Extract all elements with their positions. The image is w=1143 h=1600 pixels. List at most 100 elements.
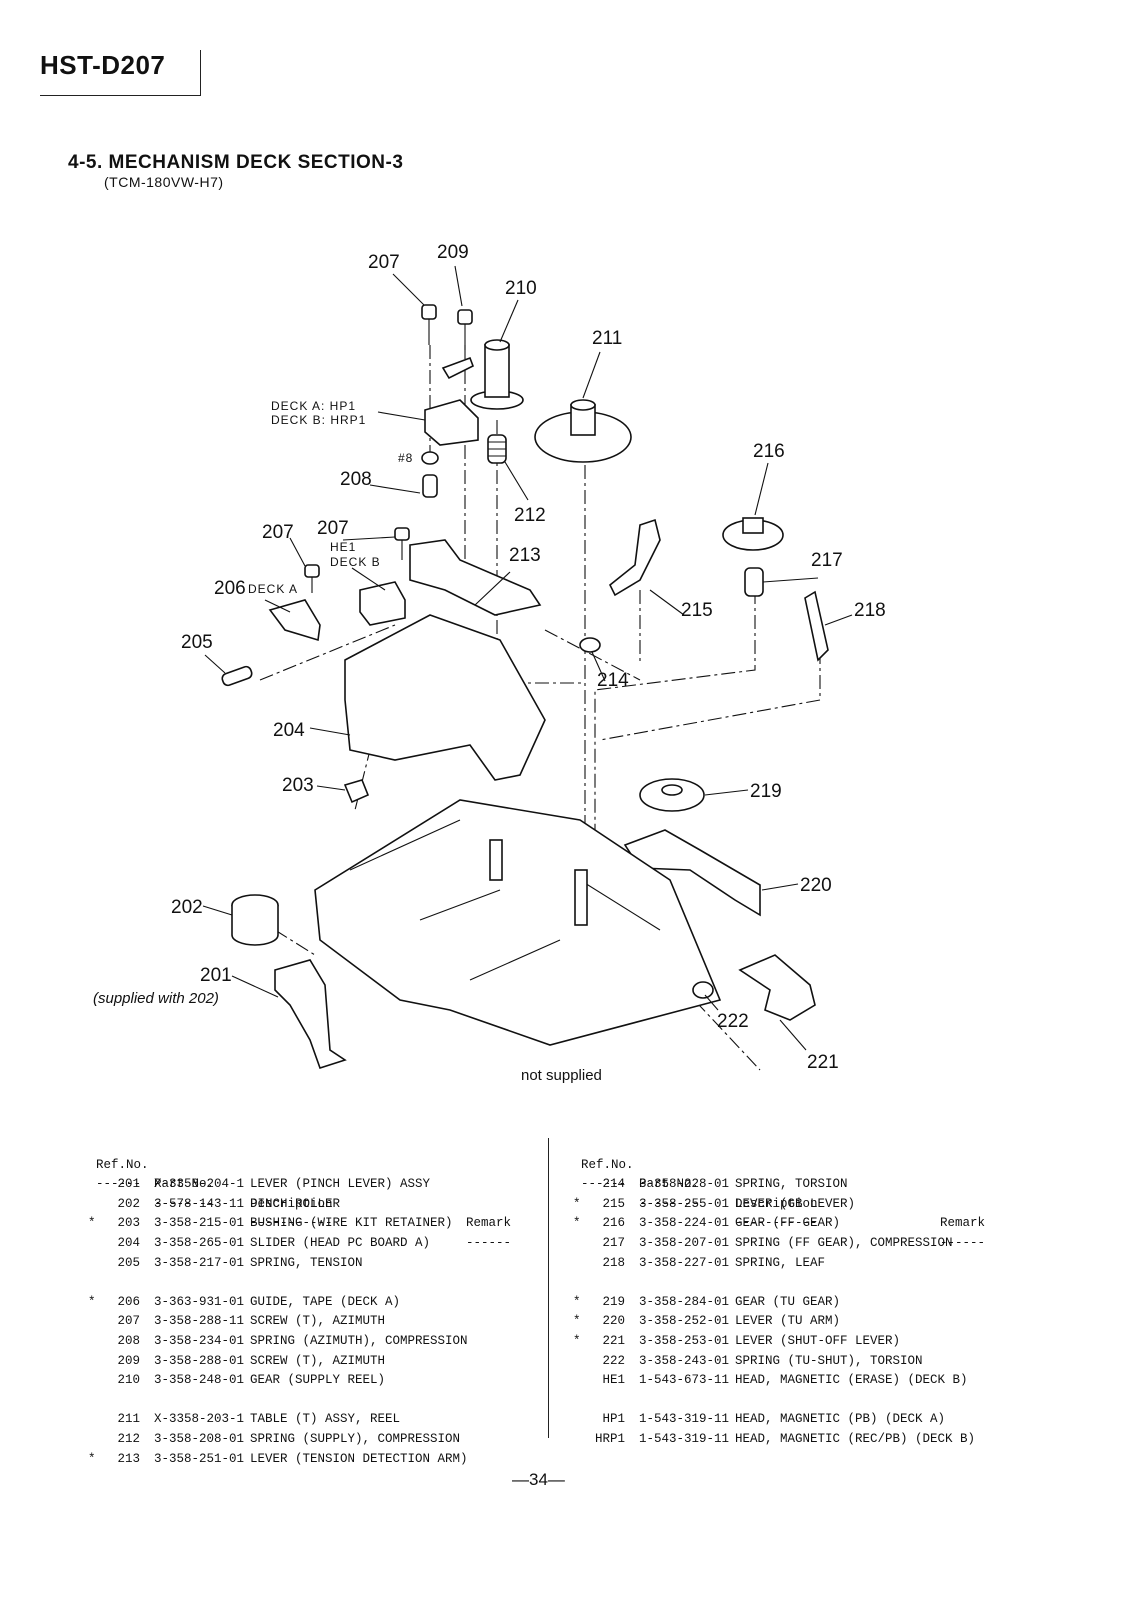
ref-no: 206 [117, 1294, 140, 1309]
description: SPRING, TENSION [250, 1255, 363, 1270]
rule-ref: ------ [581, 1177, 627, 1192]
ref-no: 212 [117, 1431, 140, 1446]
part-gear-210 [470, 339, 524, 410]
part-screw-207c [394, 527, 410, 560]
description: SPRING, LEAF [735, 1255, 826, 1270]
part-no: 3-358-288-11 [154, 1314, 245, 1329]
part-screw-207 [421, 304, 437, 345]
description: GUIDE, TAPE (DECK A) [250, 1294, 401, 1309]
callout-207: 207 [368, 252, 400, 273]
ref-no: 203 [117, 1216, 140, 1231]
table-row: 214 3-358-228-01 SPRING, TORSION [565, 1175, 1005, 1195]
part-no: 3-358-228-01 [639, 1177, 730, 1192]
description: GEAR (SUPPLY REEL) [250, 1373, 386, 1388]
ref-no: 211 [117, 1412, 140, 1427]
rule-part: -------- [154, 1196, 215, 1211]
note-supplied-with: (supplied with 202) [93, 990, 219, 1007]
description: HEAD, MAGNETIC (PB) (DECK A) [735, 1412, 946, 1427]
part-bracket [441, 356, 475, 380]
callout-205: 205 [181, 632, 213, 653]
rule-desc: ----------- [250, 1216, 333, 1231]
callout-209: 209 [437, 242, 469, 263]
part-no: 3-358-217-01 [154, 1255, 245, 1270]
part-no: 3-358-288-01 [154, 1353, 245, 1368]
exploded-diagram: 207 209 210 211 DECK A: HP1 DECK B: HRP1… [93, 242, 886, 1084]
callout-206: 206 [214, 578, 246, 599]
description: LEVER (TENSION DETECTION ARM) [250, 1451, 468, 1466]
callout-hp1: DECK A: HP1 [271, 399, 356, 413]
ref-no: 214 [602, 1177, 625, 1192]
ref-no: 219 [602, 1294, 625, 1309]
row-gap [565, 1273, 1005, 1293]
part-chassis [314, 799, 722, 1046]
part-lever-220 [623, 829, 761, 917]
part-screw-209 [457, 309, 473, 350]
description: SCREW (T), AZIMUTH [250, 1314, 386, 1329]
rule-part: -------- [639, 1196, 700, 1211]
ref-no: HP1 [602, 1412, 625, 1427]
part-no: 3-358-243-01 [639, 1353, 730, 1368]
callout-213: 213 [509, 545, 541, 566]
description: GEAR (FF GEAR) [735, 1216, 841, 1231]
part-no: 3-578-143-11 [154, 1196, 245, 1211]
table-row: * 206 3-363-931-01 GUIDE, TAPE (DECK A) [80, 1293, 550, 1313]
ref-no: 217 [602, 1235, 625, 1250]
section-subtitle: (TCM-180VW-H7) [104, 174, 224, 190]
part-spring-217 [744, 567, 764, 597]
header-part: Part No. [154, 1177, 215, 1192]
callout-212: 212 [514, 505, 546, 526]
part-pinch-roller-202 [231, 894, 279, 946]
callout-deck-a: DECK A [248, 582, 298, 596]
star-mark: * [88, 1216, 96, 1231]
callout-208: 208 [340, 469, 372, 490]
row-gap [565, 1391, 1005, 1411]
part-no: X-3358-204-1 [154, 1177, 245, 1192]
part-spring-214 [579, 637, 601, 653]
header-ref: Ref.No. [581, 1157, 634, 1172]
part-no: 3-358-265-01 [154, 1235, 245, 1250]
ref-no: HRP1 [594, 1431, 625, 1446]
star-mark: * [573, 1333, 581, 1348]
part-lever-213 [409, 539, 542, 616]
part-spring-212 [487, 434, 507, 464]
part-screw-207b [304, 564, 320, 593]
description: TABLE (T) ASSY, REEL [250, 1412, 401, 1427]
part-no: 3-363-931-01 [154, 1294, 245, 1309]
model-box: HST-D207 [40, 50, 201, 96]
rule-remark: ------ [466, 1235, 512, 1250]
callout-219: 219 [750, 781, 782, 802]
callout-215: 215 [681, 600, 713, 621]
description: LEVER (PINCH LEVER) ASSY [250, 1177, 431, 1192]
callout-he1: HE1 [330, 540, 356, 554]
table-header-rule: ------ -------- ----------- ------ [80, 1156, 550, 1250]
description: HEAD, MAGNETIC (ERASE) (DECK B) [735, 1373, 968, 1388]
part-no: 3-358-255-01 [639, 1196, 730, 1211]
callout-201: 201 [200, 965, 232, 986]
callout-207-left: 207 [262, 522, 294, 543]
description: SPRING, TORSION [735, 1177, 848, 1192]
header-remark: Remark [940, 1216, 986, 1231]
table-row: 211 X-3358-203-1 TABLE (T) ASSY, REEL [80, 1410, 550, 1430]
part-no: X-3358-203-1 [154, 1412, 245, 1427]
part-gear-219 [639, 778, 705, 812]
parts-table-right: Ref.No. Part No. Description Remark ----… [565, 1136, 1005, 1450]
star-mark: * [88, 1294, 96, 1309]
part-head-hp1 [424, 399, 479, 446]
table-header: Ref.No. Part No. Description Remark [565, 1136, 1005, 1231]
part-no: 1-543-673-11 [639, 1373, 730, 1388]
ref-no: 204 [117, 1235, 140, 1250]
ref-no: 210 [117, 1373, 140, 1388]
